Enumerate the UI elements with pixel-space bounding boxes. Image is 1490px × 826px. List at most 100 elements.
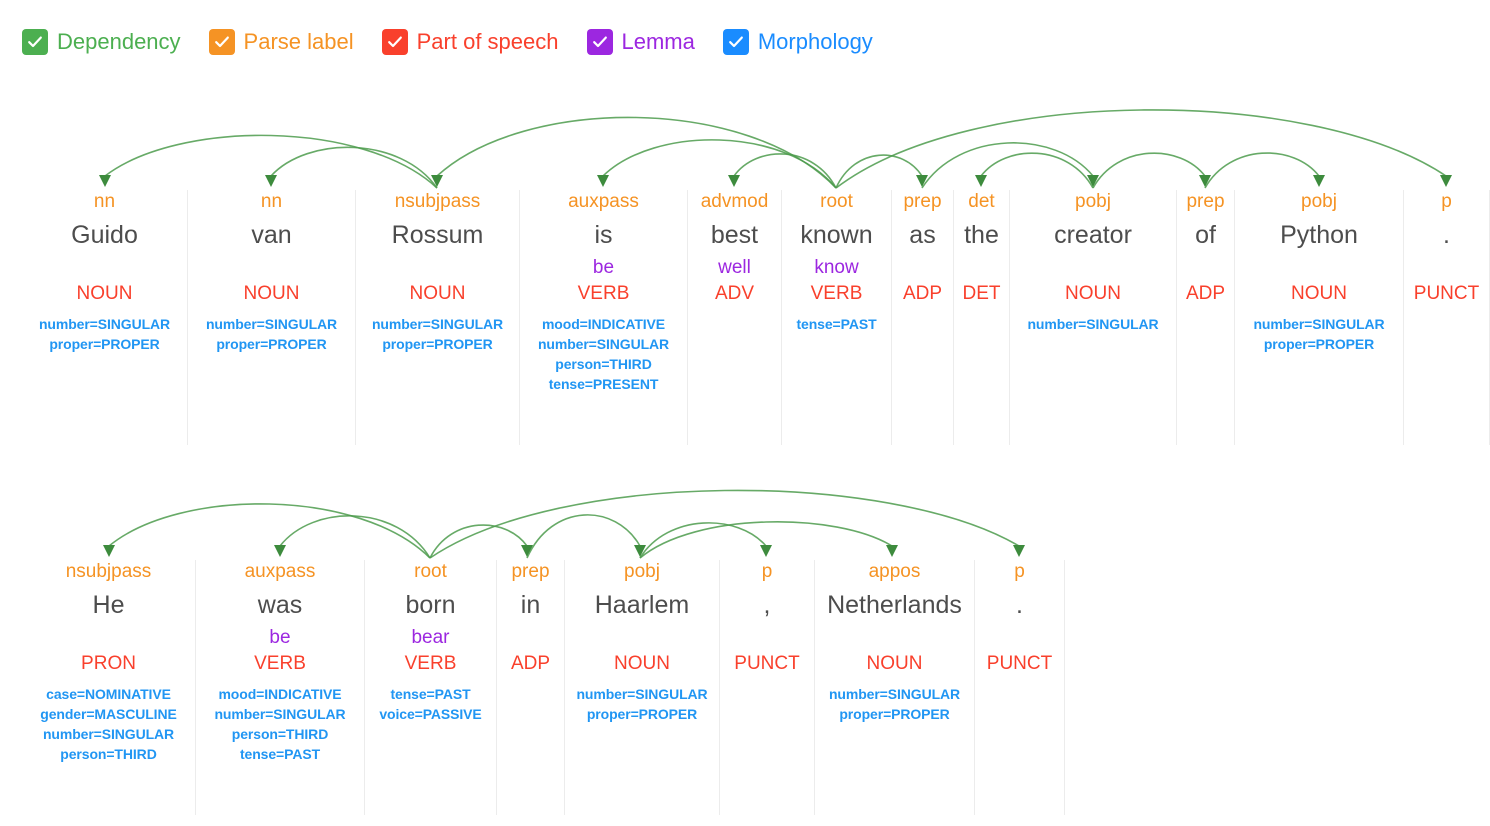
token-word: Haarlem: [594, 591, 690, 619]
morphology-attribute: tense=PAST: [796, 316, 877, 332]
parse-label: root: [414, 561, 447, 582]
checkbox-checked-icon[interactable]: [586, 29, 613, 55]
parse-label: auxpass: [568, 191, 639, 212]
legend-toggle-morphology[interactable]: Morphology: [722, 29, 873, 55]
token-word: born: [405, 591, 456, 619]
legend-toggle-lemma[interactable]: Lemma: [586, 29, 695, 55]
checkbox-checked-icon[interactable]: [722, 29, 749, 55]
dependency-arrowhead: [99, 175, 111, 187]
dependency-arc: [270, 146, 438, 189]
dependency-arrowhead: [1313, 175, 1325, 187]
dependency-arcs-1: [99, 109, 1452, 189]
dependency-arc: [104, 134, 438, 189]
token-column[interactable]: p. PUNCT: [975, 560, 1065, 815]
token-column[interactable]: p. PUNCT: [1404, 190, 1490, 445]
dependency-arrowhead: [886, 545, 898, 557]
token-word: of: [1195, 221, 1216, 249]
parse-label: auxpass: [244, 561, 316, 582]
token-word: the: [964, 221, 999, 249]
morphology-attribute: number=SINGULAR: [1027, 316, 1159, 332]
dependency-arrowhead: [103, 545, 115, 557]
token-lemma: [975, 626, 1064, 652]
legend-toggle-part-of-speech[interactable]: Part of speech: [381, 29, 559, 55]
morphology-attribute: number=SINGULAR: [214, 706, 346, 722]
dependency-arrowhead: [1013, 545, 1025, 557]
part-of-speech-tag: VERB: [404, 653, 457, 674]
checkbox-checked-icon[interactable]: [22, 29, 48, 55]
morphology-attribute: proper=PROPER: [839, 706, 950, 722]
parse-label: appos: [868, 561, 921, 582]
morphology-attribute: proper=PROPER: [49, 336, 160, 352]
checkbox-checked-icon[interactable]: [381, 29, 408, 55]
token-word: Python: [1280, 221, 1358, 249]
parse-label: nsubjpass: [65, 561, 152, 582]
part-of-speech-tag: PRON: [81, 653, 136, 674]
dependency-arc: [436, 116, 837, 189]
token-word: van: [251, 221, 292, 249]
checkbox-checked-icon[interactable]: [208, 29, 235, 55]
token-word: creator: [1054, 221, 1132, 249]
token-column[interactable]: p, PUNCT: [720, 560, 815, 815]
legend-toggle-dependency[interactable]: Dependency: [22, 29, 181, 55]
legend-toggle-parse-label[interactable]: Parse label: [208, 29, 354, 55]
parse-label: nn: [93, 191, 116, 212]
morphology-attribute: proper=PROPER: [216, 336, 327, 352]
dependency-arrowhead: [597, 175, 609, 187]
morphology-attribute: number=SINGULAR: [38, 316, 171, 332]
morphology-list: number=SINGULAR proper=PROPER: [22, 314, 187, 354]
part-of-speech-tag: VERB: [577, 283, 630, 304]
morphology-attribute: proper=PROPER: [586, 706, 698, 722]
dependency-arc: [835, 109, 1447, 189]
morphology-attribute: person=THIRD: [60, 746, 157, 762]
parse-label: root: [820, 191, 853, 212]
morphology-attribute: tense=PAST: [239, 746, 321, 762]
token-word: best: [710, 221, 759, 249]
token-lemma: [22, 626, 195, 652]
part-of-speech-tag: PUNCT: [986, 653, 1053, 674]
token-lemma: [1404, 256, 1489, 282]
token-lemma: [356, 256, 519, 282]
dependency-arrowhead: [1440, 175, 1452, 187]
morphology-attribute: case=NOMINATIVE: [46, 686, 171, 702]
token-lemma: be: [269, 627, 291, 648]
morphology-list: number=SINGULAR: [1010, 314, 1176, 334]
parse-label: prep: [511, 561, 550, 582]
dependency-arc: [108, 503, 431, 559]
legend-label: Morphology: [757, 29, 873, 54]
morphology-attribute: mood=INDICATIVE: [218, 686, 342, 702]
dependency-arc: [733, 153, 837, 189]
parse-label: p: [761, 561, 773, 582]
token-lemma: [188, 256, 355, 282]
parse-label: pobj: [1075, 191, 1111, 212]
part-of-speech-tag: ADP: [510, 653, 551, 674]
morphology-attribute: number=SINGULAR: [1253, 316, 1385, 332]
morphology-attribute: mood=INDICATIVE: [541, 316, 666, 332]
dependency-arc: [639, 521, 893, 559]
legend-label: Dependency: [57, 29, 181, 54]
parse-label: advmod: [700, 191, 769, 212]
